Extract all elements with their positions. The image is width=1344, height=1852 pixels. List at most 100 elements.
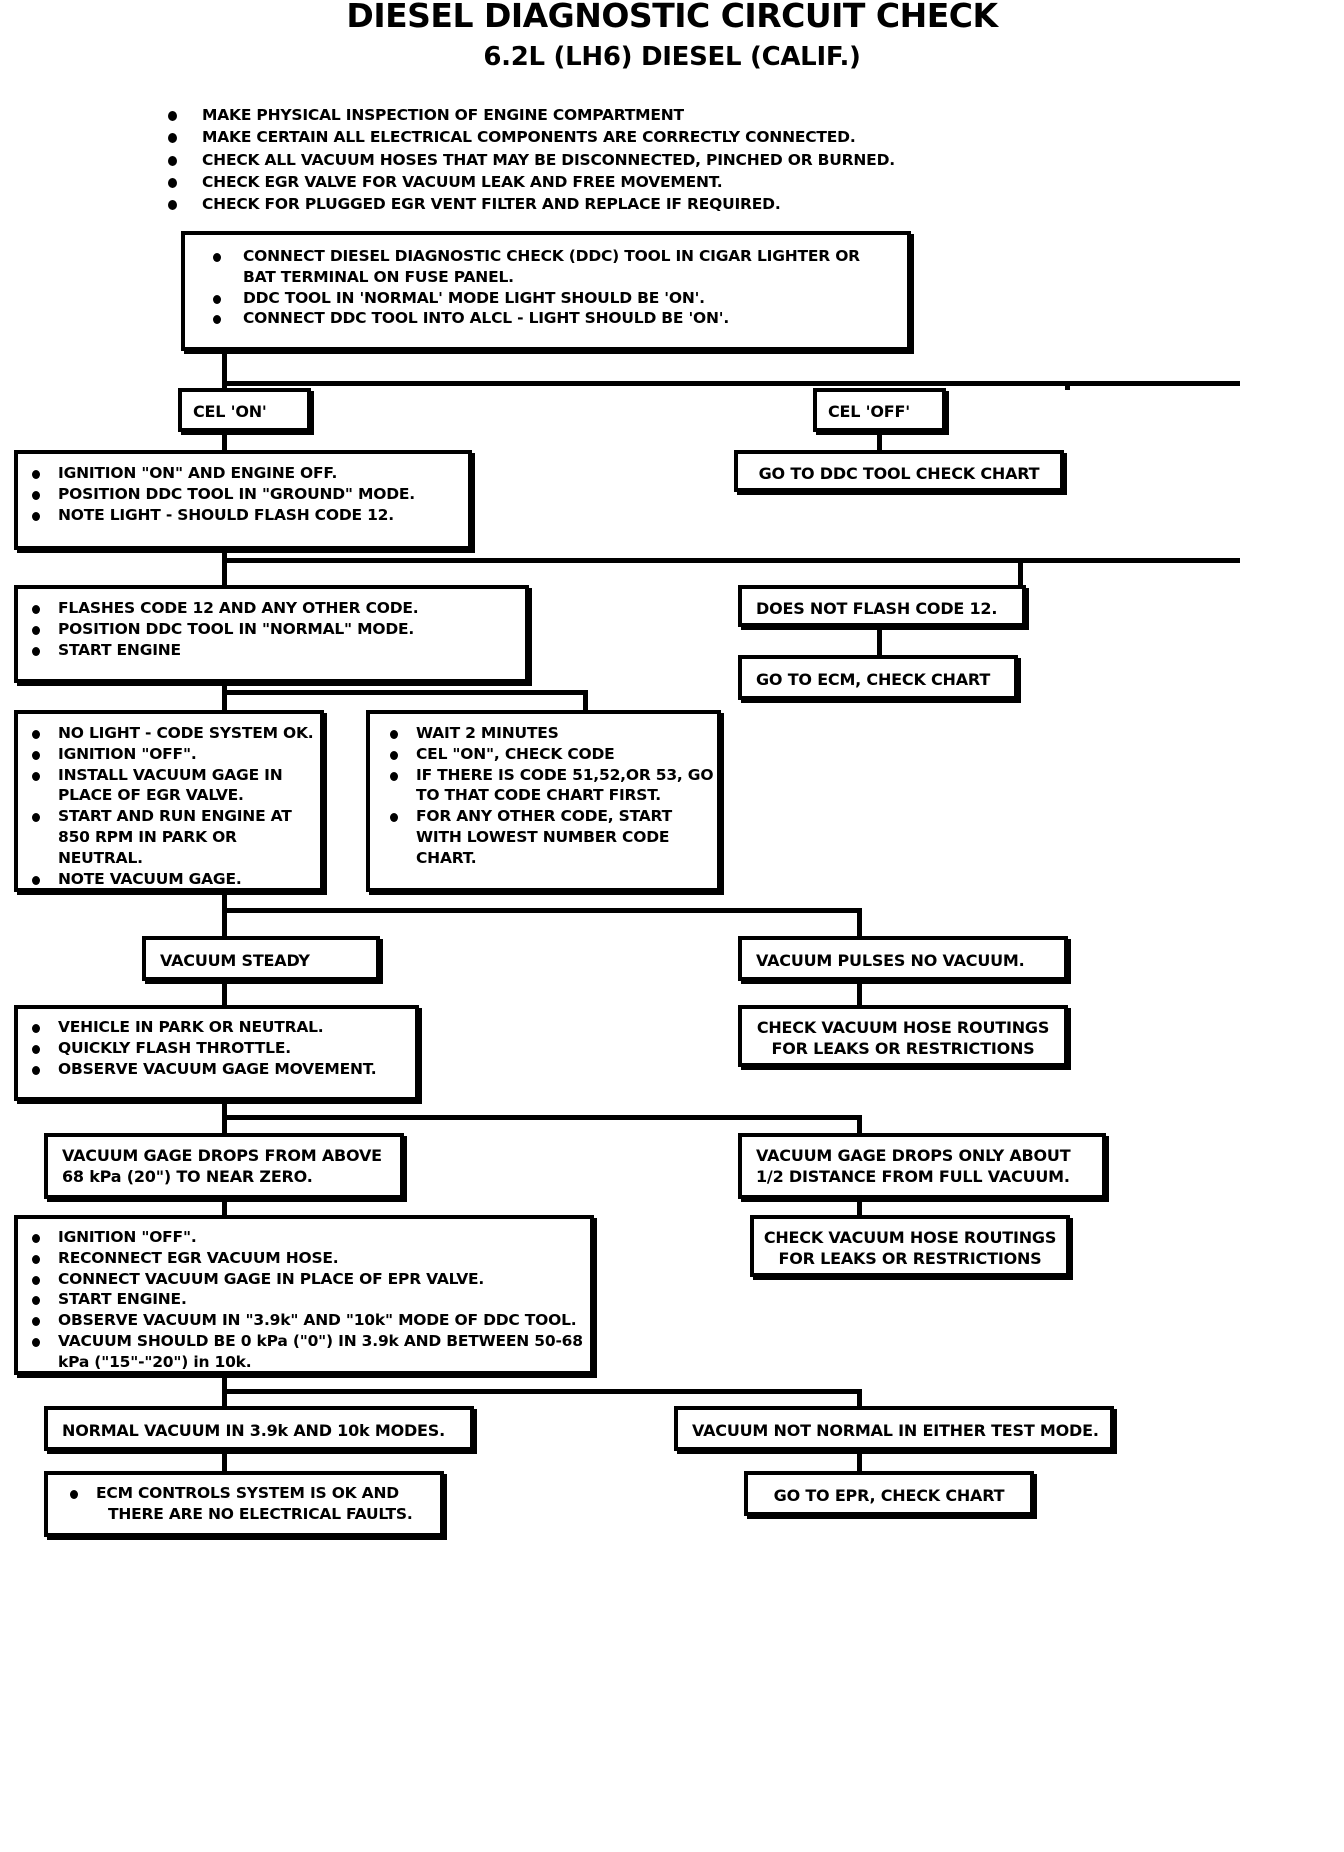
connector-vertical bbox=[222, 892, 227, 940]
connector-vertical bbox=[877, 627, 882, 656]
connector-vertical bbox=[222, 1199, 227, 1216]
list-item: THERE ARE NO ELECTRICAL FAULTS. bbox=[108, 1504, 413, 1523]
box-gage-drops-near-zero: VACUUM GAGE DROPS FROM ABOVE 68 kPa (20"… bbox=[44, 1133, 404, 1199]
box-cel-off: CEL 'OFF' bbox=[813, 388, 946, 432]
box-vacuum-steady: VACUUM STEADY bbox=[142, 936, 380, 981]
box-go-to-ecm-check-chart: GO TO ECM, CHECK CHART bbox=[738, 655, 1018, 700]
list-item: INSTALL VACUUM GAGE IN bbox=[18, 766, 320, 786]
box-check-hose-routings-1-line2: FOR LEAKS OR RESTRICTIONS bbox=[771, 1038, 1035, 1058]
list-item: FLASHES CODE 12 AND ANY OTHER CODE. bbox=[18, 599, 525, 619]
page-subtitle: 6.2L (LH6) DIESEL (CALIF.) bbox=[483, 42, 861, 72]
list-item: CHECK FOR PLUGGED EGR VENT FILTER AND RE… bbox=[150, 195, 1050, 215]
list-item: CHECK ALL VACUUM HOSES THAT MAY BE DISCO… bbox=[150, 151, 1050, 171]
list-item: NO LIGHT - CODE SYSTEM OK. bbox=[18, 724, 320, 744]
box-wait-2-minutes: WAIT 2 MINUTES CEL "ON", CHECK CODE IF T… bbox=[366, 710, 721, 892]
list-item: CHECK EGR VALVE FOR VACUUM LEAK AND FREE… bbox=[150, 173, 1050, 193]
list-item: OBSERVE VACUUM GAGE MOVEMENT. bbox=[18, 1060, 415, 1080]
list-item: FOR ANY OTHER CODE, START bbox=[370, 807, 717, 827]
list-item: NOTE LIGHT - SHOULD FLASH CODE 12. bbox=[18, 506, 468, 526]
box-does-not-flash-code-12: DOES NOT FLASH CODE 12. bbox=[738, 585, 1026, 627]
box-cel-off-label: CEL 'OFF' bbox=[828, 402, 910, 421]
box-check-hose-routings-2-line1: CHECK VACUUM HOSE ROUTINGS bbox=[763, 1228, 1057, 1247]
list-item: MAKE PHYSICAL INSPECTION OF ENGINE COMPA… bbox=[150, 106, 1050, 126]
box-vehicle-in-park: VEHICLE IN PARK OR NEUTRAL. QUICKLY FLAS… bbox=[14, 1005, 419, 1101]
list-item: CHART. bbox=[416, 848, 477, 867]
box-gage-drops-near-zero-line2: 68 kPa (20") TO NEAR ZERO. bbox=[62, 1166, 313, 1186]
list-item: CONNECT VACUUM GAGE IN PLACE OF EPR VALV… bbox=[18, 1270, 590, 1290]
box-gage-drops-half-distance: VACUUM GAGE DROPS ONLY ABOUT 1/2 DISTANC… bbox=[738, 1133, 1106, 1199]
connector-horizontal bbox=[222, 908, 862, 913]
connector-horizontal bbox=[222, 1389, 862, 1394]
box-vacuum-pulses-no-vacuum: VACUUM PULSES NO VACUUM. bbox=[738, 936, 1068, 981]
box-gage-drops-half-line1: VACUUM GAGE DROPS ONLY ABOUT bbox=[756, 1146, 1071, 1165]
box-connect-ddc-tool: CONNECT DIESEL DIAGNOSTIC CHECK (DDC) TO… bbox=[181, 231, 911, 351]
list-item: ECM CONTROLS SYSTEM IS OK AND bbox=[48, 1484, 440, 1504]
box-normal-vacuum-label: NORMAL VACUUM IN 3.9k AND 10k MODES. bbox=[62, 1421, 445, 1440]
box-check-hose-routings-2-line2: FOR LEAKS OR RESTRICTIONS bbox=[778, 1248, 1042, 1268]
box-gage-drops-half-line2: 1/2 DISTANCE FROM FULL VACUUM. bbox=[756, 1166, 1070, 1186]
box-go-to-ecm-check-chart-label: GO TO ECM, CHECK CHART bbox=[756, 670, 991, 689]
box-vacuum-pulses-label: VACUUM PULSES NO VACUUM. bbox=[756, 951, 1025, 970]
box-vacuum-not-normal-label: VACUUM NOT NORMAL IN EITHER TEST MODE. bbox=[692, 1421, 1099, 1440]
connector-horizontal bbox=[222, 690, 588, 695]
connector-vertical bbox=[857, 981, 862, 1006]
box-go-to-epr-check-chart-label: GO TO EPR, CHECK CHART bbox=[773, 1486, 1005, 1505]
list-item: START AND RUN ENGINE AT bbox=[18, 807, 320, 827]
connector-vertical bbox=[222, 683, 227, 713]
preamble-checklist: MAKE PHYSICAL INSPECTION OF ENGINE COMPA… bbox=[150, 106, 1050, 218]
box-ignition-off-epr: IGNITION "OFF". RECONNECT EGR VACUUM HOS… bbox=[14, 1215, 594, 1375]
connector-vertical bbox=[857, 1199, 862, 1216]
list-item: TO THAT CODE CHART FIRST. bbox=[416, 786, 661, 805]
list-item: NEUTRAL. bbox=[58, 848, 143, 867]
box-go-to-ddc-tool-check-chart: GO TO DDC TOOL CHECK CHART bbox=[734, 450, 1064, 492]
connector-vertical bbox=[222, 1451, 227, 1472]
connector-vertical bbox=[222, 550, 227, 585]
box-vacuum-steady-label: VACUUM STEADY bbox=[160, 951, 310, 970]
box-ecm-controls-ok: ECM CONTROLS SYSTEM IS OK AND THERE ARE … bbox=[44, 1471, 444, 1537]
box-gage-drops-near-zero-line1: VACUUM GAGE DROPS FROM ABOVE bbox=[62, 1146, 382, 1165]
list-item: QUICKLY FLASH THROTTLE. bbox=[18, 1039, 415, 1059]
list-item: CONNECT DIESEL DIAGNOSTIC CHECK (DDC) TO… bbox=[185, 247, 907, 267]
list-item: kPa ("15"-"20") in 10k. bbox=[58, 1352, 252, 1371]
connector-vertical bbox=[1018, 558, 1023, 586]
box-normal-vacuum: NORMAL VACUUM IN 3.9k AND 10k MODES. bbox=[44, 1406, 474, 1451]
box-vacuum-not-normal: VACUUM NOT NORMAL IN EITHER TEST MODE. bbox=[674, 1406, 1114, 1451]
page-title: DIESEL DIAGNOSTIC CIRCUIT CHECK bbox=[346, 0, 998, 35]
list-item: VEHICLE IN PARK OR NEUTRAL. bbox=[18, 1018, 415, 1038]
connector-vertical bbox=[222, 981, 227, 1006]
list-item: WITH LOWEST NUMBER CODE bbox=[416, 828, 670, 847]
list-item: PLACE OF EGR VALVE. bbox=[58, 786, 244, 805]
connector-vertical bbox=[222, 432, 227, 451]
list-item: IGNITION "ON" AND ENGINE OFF. bbox=[18, 464, 468, 484]
list-item: IGNITION "OFF". bbox=[18, 745, 320, 765]
connector-vertical bbox=[857, 1451, 862, 1472]
list-item: DDC TOOL IN 'NORMAL' MODE LIGHT SHOULD B… bbox=[185, 289, 907, 309]
box-does-not-flash-code-12-label: DOES NOT FLASH CODE 12. bbox=[756, 599, 998, 618]
list-item: START ENGINE. bbox=[18, 1290, 590, 1310]
list-item: WAIT 2 MINUTES bbox=[370, 724, 717, 744]
box-check-vacuum-hose-routings-2: CHECK VACUUM HOSE ROUTINGS FOR LEAKS OR … bbox=[750, 1215, 1070, 1277]
list-item: CONNECT DDC TOOL INTO ALCL - LIGHT SHOUL… bbox=[185, 309, 907, 329]
list-item: VACUUM SHOULD BE 0 kPa ("0") IN 3.9k AND… bbox=[18, 1332, 590, 1352]
box-cel-on: CEL 'ON' bbox=[178, 388, 311, 432]
connector-horizontal bbox=[222, 381, 1240, 386]
box-check-vacuum-hose-routings-1: CHECK VACUUM HOSE ROUTINGS FOR LEAKS OR … bbox=[738, 1005, 1068, 1067]
box-ignition-on: IGNITION "ON" AND ENGINE OFF. POSITION D… bbox=[14, 450, 472, 550]
connector-vertical bbox=[222, 351, 227, 384]
list-item: 850 RPM IN PARK OR bbox=[58, 828, 237, 847]
box-go-to-epr-check-chart: GO TO EPR, CHECK CHART bbox=[744, 1471, 1034, 1516]
list-item: IGNITION "OFF". bbox=[18, 1228, 590, 1248]
box-flashes-code-12: FLASHES CODE 12 AND ANY OTHER CODE. POSI… bbox=[14, 585, 529, 683]
connector-vertical bbox=[1065, 381, 1070, 390]
list-item: POSITION DDC TOOL IN "NORMAL" MODE. bbox=[18, 620, 525, 640]
connector-vertical bbox=[857, 1389, 862, 1408]
connector-vertical bbox=[857, 908, 862, 936]
box-cel-on-label: CEL 'ON' bbox=[193, 402, 267, 421]
list-item: CEL "ON", CHECK CODE bbox=[370, 745, 717, 765]
connector-horizontal bbox=[222, 1115, 862, 1120]
list-item: RECONNECT EGR VACUUM HOSE. bbox=[18, 1249, 590, 1269]
list-item: START ENGINE bbox=[18, 641, 525, 661]
connector-horizontal bbox=[222, 558, 1240, 563]
list-item: MAKE CERTAIN ALL ELECTRICAL COMPONENTS A… bbox=[150, 128, 1050, 148]
list-item: OBSERVE VACUUM IN "3.9k" AND "10k" MODE … bbox=[18, 1311, 590, 1331]
